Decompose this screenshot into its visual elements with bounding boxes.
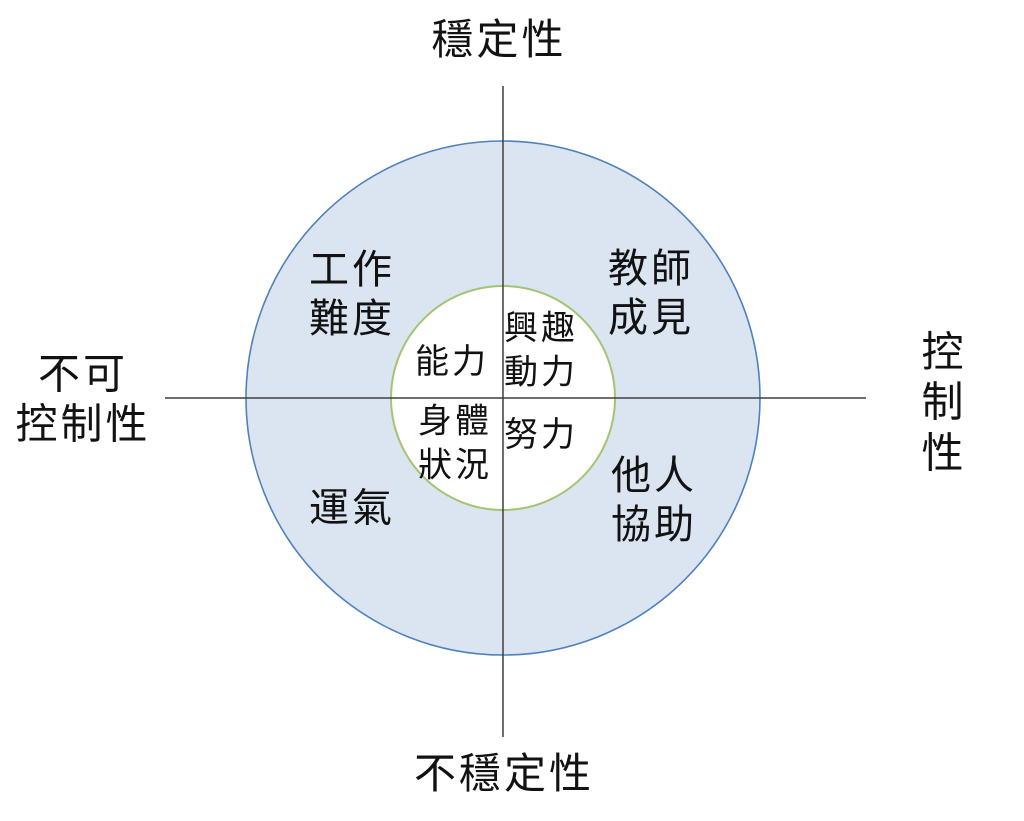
outer-quadrant-teacher-bias: 教師 成見	[608, 246, 694, 341]
inner-quadrant-interest-motivation: 興趣 動力	[504, 308, 578, 392]
inner-quadrant-effort: 努力	[504, 415, 578, 456]
axis-label-stability: 穩定性	[431, 14, 567, 64]
axis-label-uncontrollability: 不可 控制性	[15, 349, 151, 449]
inner-quadrant-physical-condition: 身體 狀況	[418, 401, 492, 485]
axis-label-instability: 不穩定性	[413, 748, 595, 798]
outer-quadrant-task-difficulty: 工作 難度	[309, 247, 395, 342]
outer-quadrant-help-from-others: 他人 協助	[611, 453, 697, 548]
outer-quadrant-luck: 運氣	[309, 485, 395, 532]
inner-quadrant-ability: 能力	[415, 342, 489, 383]
axis-label-controllability: 控制性	[921, 327, 967, 478]
